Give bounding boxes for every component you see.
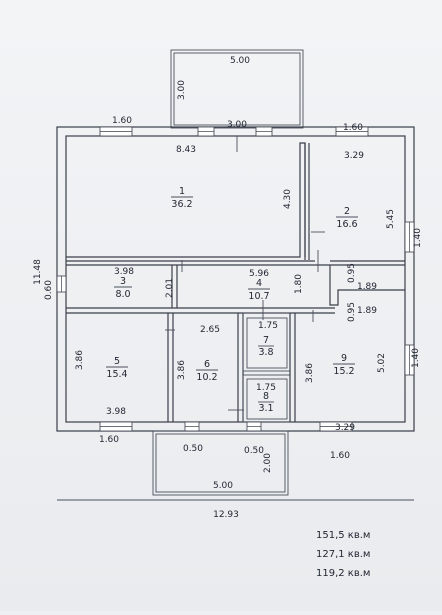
living-area: 127,1 кв.м [316,549,371,560]
dim-room9-width: 3.29 [335,423,355,433]
room-4-number: 4 [256,278,262,289]
room-7-area: 3.8 [258,347,273,358]
dim-center-265: 2.65 [200,325,220,335]
room-9-number: 9 [341,353,347,364]
total-area: 151,5 кв.м [316,530,371,541]
room-1-area: 36.2 [171,199,192,210]
dim-terrace-bottom-depth: 2.00 [263,453,273,473]
bottom-terrace [152,430,289,496]
room-8-number: 8 [263,391,269,402]
dim-room9-depth: 3.86 [305,363,315,383]
area-totals: 151,5 кв.м 127,1 кв.м 119,2 кв.м [316,526,370,583]
dim-terrace-top-depth: 3.00 [177,80,187,100]
dim-room4-depth: 1.80 [294,274,304,294]
top-terrace [170,49,304,129]
room-2-number: 2 [344,206,350,217]
door-marks [165,136,325,411]
dim-right-095-b: 0.95 [347,302,357,322]
dim-room3-width: 3.98 [114,267,134,277]
dim-room5-depth: 3.86 [75,350,85,370]
dim-room9-width-right: 5.02 [377,353,387,373]
dim-terrace-bottom-width: 5.00 [213,481,233,491]
dim-right-window-top: 1.40 [413,228,423,248]
dim-room6-depth: 3.86 [177,360,187,380]
dim-top-center-window: 3.00 [227,120,247,130]
dim-room7-width: 1.75 [258,321,278,331]
dim-room3-depth: 2.01 [165,278,175,298]
room-9-area: 15.2 [333,366,354,377]
usable-area: 119,2 кв.м [316,568,371,579]
room-4-area: 10.7 [248,291,269,302]
room-3-number: 3 [120,276,126,287]
room-6-area: 10.2 [196,372,217,383]
room-3-area: 8.0 [115,289,130,300]
room-5-area: 15.4 [106,369,127,380]
dim-room8-width: 1.75 [256,383,276,393]
dim-terrace-top-width: 5.00 [230,56,250,66]
dim-bottom-right-window: 1.60 [330,451,350,461]
dim-right-189-b: 1.89 [357,306,377,316]
dim-total-height: 11.48 [33,259,43,285]
room-1-number: 1 [179,186,185,197]
dim-bottom-left-window: 1.60 [99,435,119,445]
outer-walls [56,126,415,432]
dim-bottom-gap-left: 0.50 [183,444,203,454]
room-labels: 1 36.2 2 16.6 3 8.0 4 10.7 5 15.4 6 10.2… [106,186,358,414]
dim-room1-depth: 4.30 [283,189,293,209]
dim-total-width: 12.93 [213,510,239,520]
interior-walls [66,142,405,423]
dim-top-left-window: 1.60 [112,116,132,126]
dim-room1-width: 8.43 [176,145,196,155]
dim-room4-width: 5.96 [249,269,269,279]
dim-right-window-bottom: 1.40 [411,348,421,368]
room-7-number: 7 [263,335,269,346]
dim-top-right-window: 1.60 [343,123,363,133]
dim-room2-width: 3.29 [344,151,364,161]
dim-room2-depth: 5.45 [386,209,396,229]
room-8-area: 3.1 [258,403,273,414]
dim-left-window: 0.60 [44,280,54,300]
room-2-area: 16.6 [336,219,357,230]
dim-bottom-gap-right: 0.50 [244,446,264,456]
dim-right-189-a: 1.89 [357,282,377,292]
room-5-number: 5 [114,356,120,367]
room-6-number: 6 [204,359,210,370]
dim-right-095-a: 0.95 [347,263,357,283]
windows [56,126,415,432]
dim-room5-width: 3.98 [106,407,126,417]
